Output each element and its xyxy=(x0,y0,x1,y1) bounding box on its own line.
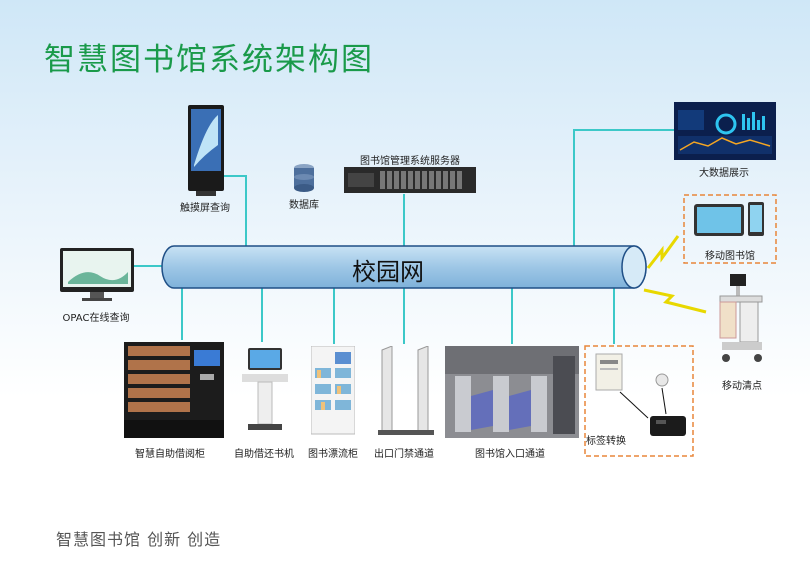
wireless-bolt-upper xyxy=(646,235,680,269)
book-drift-cabinet xyxy=(310,345,356,440)
opac-label: OPAC在线查询 xyxy=(62,313,130,324)
tag-conversion-frame xyxy=(584,345,694,457)
tag-conversion-devices xyxy=(592,352,688,444)
campus-network-pipe xyxy=(161,245,647,289)
touch-screen-kiosk xyxy=(186,105,226,201)
touch-screen-label: 触摸屏查询 xyxy=(180,203,230,214)
opac-monitor xyxy=(60,248,134,308)
smart-cabinet-label: 智慧自助借阅柜 xyxy=(135,449,205,460)
self-checkout-label: 自助借还书机 xyxy=(234,449,294,460)
mobile-devices-icon xyxy=(692,202,768,242)
big-data-screen xyxy=(674,102,776,166)
slogan-text: 智慧图书馆 创新 创造 xyxy=(56,530,222,549)
server-label: 图书馆管理系统服务器 xyxy=(360,156,460,167)
wire-big-data xyxy=(573,129,678,246)
big-data-label: 大数据展示 xyxy=(699,168,749,179)
book-drift-label: 图书漂流柜 xyxy=(308,449,358,460)
exit-gate-label: 出口门禁通道 xyxy=(374,449,434,460)
mobile-library-label: 移动图书馆 xyxy=(705,251,755,262)
mobile-inventory-cart xyxy=(712,272,772,376)
tag-conversion-label: 标签转换 xyxy=(586,436,626,447)
wire-touch-screen xyxy=(224,175,247,246)
database-icon xyxy=(292,163,316,197)
diagram-title: 智慧图书馆系统架构图 xyxy=(44,42,374,78)
network-label: 校园网 xyxy=(352,258,424,286)
entrance-label: 图书馆入口通道 xyxy=(475,449,545,460)
exit-gate xyxy=(378,345,434,440)
wireless-bolt-lower xyxy=(643,288,707,314)
self-checkout-kiosk xyxy=(240,344,290,438)
smart-cabinet xyxy=(124,342,224,444)
mobile-inventory-label: 移动清点 xyxy=(722,381,762,392)
server-rack-icon xyxy=(344,167,476,197)
entrance-turnstile xyxy=(445,346,579,442)
database-label: 数据库 xyxy=(289,200,319,211)
